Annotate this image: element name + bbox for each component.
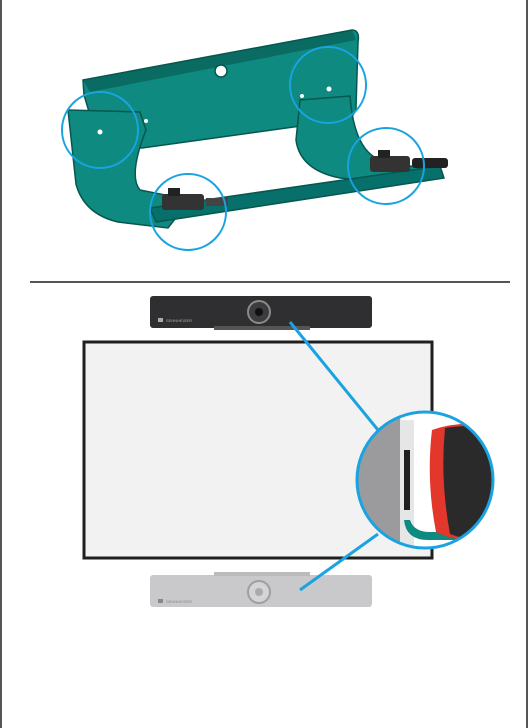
sennheiser-logo-icon — [158, 318, 163, 322]
bracket-left-clip — [162, 188, 228, 210]
top-camera-bar: SENNHEISER — [150, 296, 372, 330]
bottom-bar-brand-label: SENNHEISER — [166, 599, 192, 604]
callout-circle-bottom-right — [347, 127, 425, 205]
left-page-edge — [0, 0, 2, 728]
callout-circle-bottom-left — [149, 173, 227, 251]
wall-bracket — [61, 29, 448, 251]
bracket-center-hole — [214, 64, 228, 78]
magnifier-circle — [355, 410, 495, 550]
sennheiser-logo-icon — [158, 599, 163, 603]
bracket-bottom-rail — [148, 165, 445, 223]
right-page-edge — [526, 0, 528, 728]
leader-line-bottom — [299, 532, 379, 592]
callout-circle-top-right — [289, 46, 367, 124]
top-bar-brand-label: SENNHEISER — [166, 318, 192, 323]
bracket-right-clip — [370, 150, 448, 172]
leader-line-top — [288, 321, 380, 431]
callout-circle-top-left — [61, 91, 139, 169]
bottom-camera-bar: SENNHEISER — [150, 572, 372, 607]
